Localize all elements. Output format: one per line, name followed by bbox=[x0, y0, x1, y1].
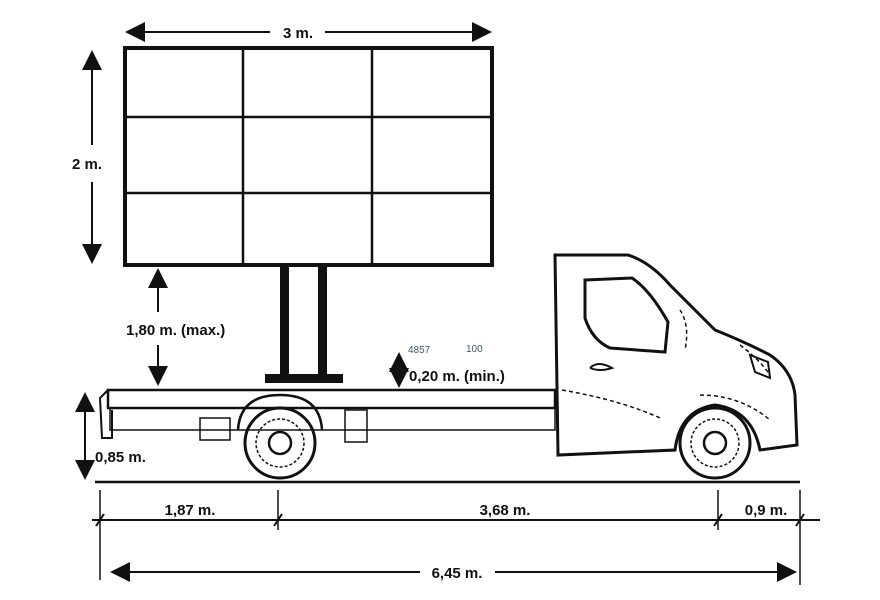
truck bbox=[95, 253, 800, 484]
stray-number-b: 100 bbox=[466, 344, 483, 355]
label-wheelbase: 3,68 m. bbox=[480, 502, 531, 519]
led-screen bbox=[123, 46, 494, 267]
label-screen-elevation: 1,80 m. (max.) bbox=[126, 322, 225, 339]
stray-number-a: 4857 bbox=[408, 345, 431, 356]
label-rear-overhang: 1,87 m. bbox=[165, 502, 216, 519]
dimension-arrows bbox=[75, 22, 820, 585]
label-clearance: 0,20 m. (min.) bbox=[409, 368, 505, 385]
rear-wheel bbox=[243, 406, 317, 480]
label-chassis-height: 0,85 m. bbox=[95, 449, 146, 466]
chassis bbox=[98, 388, 557, 443]
screen-mast bbox=[265, 265, 343, 383]
label-screen-width: 3 m. bbox=[283, 25, 313, 42]
cab bbox=[553, 253, 799, 457]
front-wheel bbox=[678, 406, 752, 480]
label-total-length: 6,45 m. bbox=[432, 565, 483, 582]
label-screen-height: 2 m. bbox=[72, 156, 102, 173]
label-front-overhang: 0,9 m. bbox=[745, 502, 788, 519]
